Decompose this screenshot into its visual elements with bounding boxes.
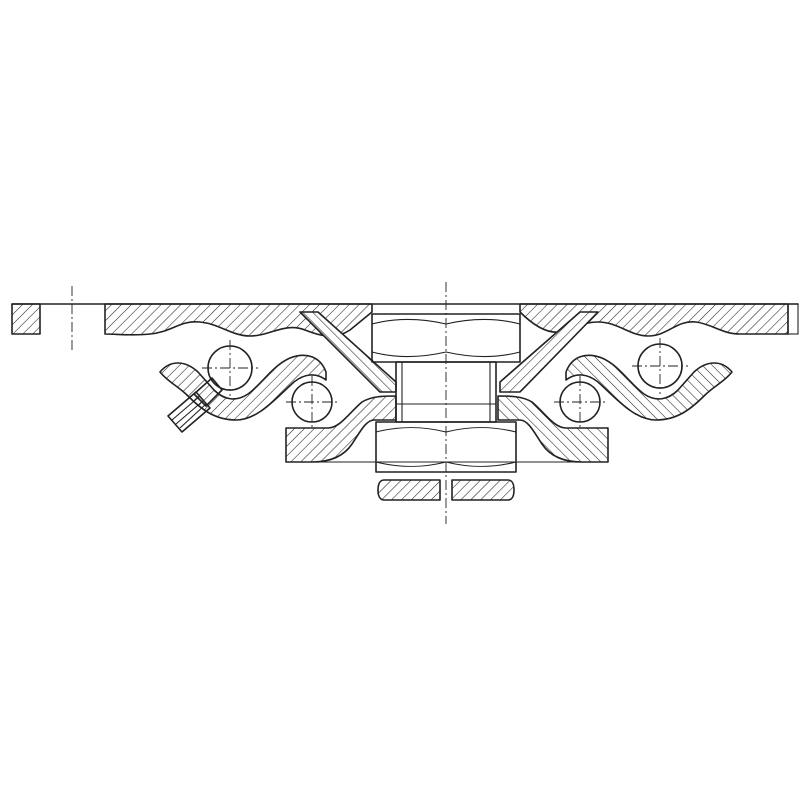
grease-nipple [167, 377, 223, 433]
ball-bearing-right-inner [554, 376, 606, 428]
ball-bearing-left-inner [286, 376, 338, 428]
ball-bearing-right-outer [632, 338, 688, 394]
ball-bearing-left-outer [202, 340, 258, 396]
upper-raceway [159, 311, 733, 421]
lower-raceway [285, 395, 609, 463]
locking-nut [377, 479, 515, 501]
